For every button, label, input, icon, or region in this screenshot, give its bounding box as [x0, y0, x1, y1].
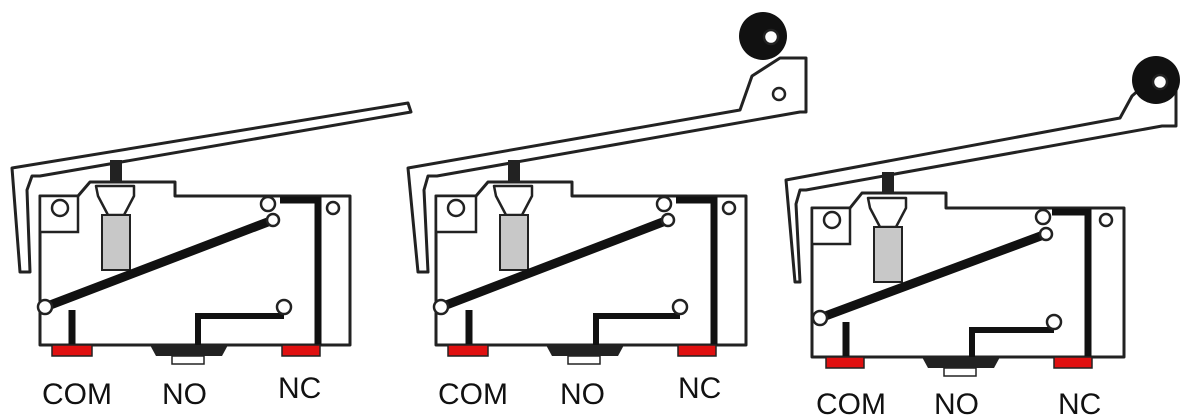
nc-label: NC	[278, 372, 321, 405]
switch-housing	[810, 191, 1126, 359]
plunger	[873, 226, 903, 283]
nc-conductor	[676, 196, 718, 345]
switch-3-long-roller-lever: COM NO NC	[784, 56, 1180, 419]
no-conductor	[195, 313, 284, 345]
blade-pivot	[432, 298, 450, 316]
nc-contact-bottom	[1038, 226, 1054, 242]
nc-label: NC	[1058, 388, 1101, 419]
no-base-plate	[150, 345, 228, 356]
nc-contact-top	[1034, 208, 1052, 226]
com-label: COM	[816, 388, 886, 419]
plunger	[499, 214, 529, 271]
lever-hole	[771, 86, 787, 102]
plunger-stem	[882, 172, 894, 194]
plunger-stem	[110, 160, 122, 182]
com-terminal	[51, 344, 93, 357]
com-terminal	[447, 344, 489, 357]
actuator-lever	[784, 78, 1178, 284]
pivot-hole	[446, 198, 466, 218]
switch-2-short-roller-lever: COM NO NC	[406, 12, 808, 411]
no-base-plate	[546, 345, 624, 356]
mount-hole	[1098, 212, 1114, 228]
actuator-lever	[10, 101, 413, 274]
plunger-stem	[508, 160, 520, 182]
no-contact	[671, 298, 689, 316]
plunger	[101, 214, 131, 271]
blade-pivot	[811, 309, 829, 327]
no-base-plate	[922, 357, 1000, 368]
com-terminal	[825, 356, 865, 369]
nc-contact-bottom	[265, 212, 281, 228]
switch-housing	[434, 180, 748, 347]
no-contact	[1045, 313, 1063, 331]
nc-conductor	[280, 196, 322, 345]
no-contact	[275, 298, 293, 316]
nc-label: NC	[678, 372, 721, 405]
pivot-hole	[50, 198, 70, 218]
no-conductor	[593, 313, 680, 345]
no-label: NO	[162, 378, 207, 411]
nc-terminal	[677, 344, 717, 357]
no-terminal	[171, 355, 205, 365]
moving-contact-blade	[40, 215, 278, 312]
nc-conductor	[1052, 208, 1092, 357]
roller-axle	[762, 28, 780, 46]
mount-hole	[325, 200, 341, 216]
blade-pivot	[36, 298, 54, 316]
no-label: NO	[560, 378, 605, 411]
actuator-lever	[406, 56, 808, 274]
no-terminal	[943, 367, 977, 377]
com-label: COM	[438, 378, 508, 411]
nc-terminal	[281, 344, 321, 357]
no-conductor	[969, 327, 1054, 357]
nc-contact-top	[655, 195, 673, 213]
nc-terminal	[1053, 356, 1093, 369]
moving-contact-blade	[815, 229, 1051, 323]
switch-1-straight-lever: COM NO NC	[10, 101, 413, 411]
roller-axle	[1151, 73, 1169, 91]
com-label: COM	[42, 378, 112, 411]
mount-hole	[721, 200, 737, 216]
no-label: NO	[934, 388, 979, 419]
nc-contact-bottom	[660, 212, 676, 228]
moving-contact-blade	[436, 215, 673, 312]
no-terminal	[567, 355, 601, 365]
pivot-hole	[822, 210, 842, 230]
nc-contact-top	[259, 195, 277, 213]
